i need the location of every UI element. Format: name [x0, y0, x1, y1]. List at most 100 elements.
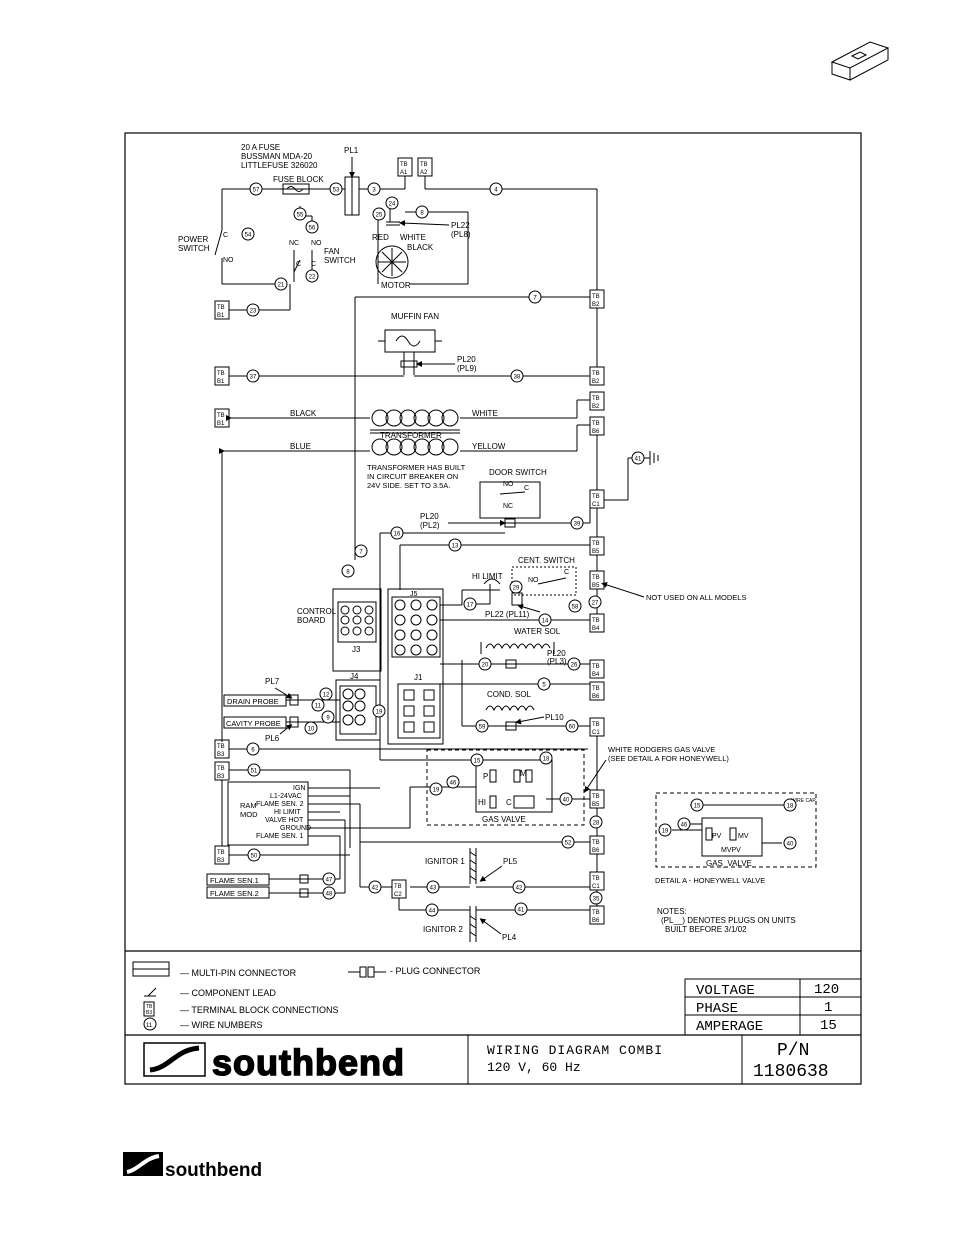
motor-icon [375, 245, 409, 279]
wire-number-badge [448, 538, 462, 552]
wire-number: 15 [474, 759, 481, 765]
svg-text:RED: RED [372, 233, 389, 242]
wire-number: 37 [250, 375, 257, 381]
manual-book-icon [830, 41, 890, 81]
gas-valve-label: GAS VALVE [482, 815, 526, 824]
wire-number: 8 [346, 570, 350, 576]
svg-text:C1: C1 [592, 884, 600, 890]
svg-text:PL7: PL7 [265, 677, 280, 686]
svg-text:(SEE DETAIL A FOR HONEYWELL): (SEE DETAIL A FOR HONEYWELL) [608, 754, 729, 763]
svg-text:TB: TB [592, 722, 600, 728]
svg-text:IGNITOR 2: IGNITOR 2 [423, 925, 463, 934]
svg-text:WIRE CAP: WIRE CAP [791, 798, 816, 804]
wire-number-badge [539, 751, 553, 765]
wire-number: 26 [571, 663, 578, 669]
terminal-b1-low: TB B1 [214, 408, 230, 428]
svg-text:DRAIN PROBE: DRAIN PROBE [227, 697, 279, 706]
wire-number: 53 [333, 188, 340, 194]
svg-text:B6: B6 [592, 848, 600, 854]
wire-number-badge [589, 815, 603, 829]
terminal-b3-c: TB B3 [214, 845, 230, 865]
spec-value: 120 [814, 982, 839, 998]
wire-number: 39 [574, 522, 581, 528]
svg-text:TB: TB [592, 541, 600, 547]
wire-number-badge [658, 823, 672, 837]
svg-text:TB: TB [400, 162, 408, 168]
wire-number-badge [319, 687, 333, 701]
ignitor-2-icon [469, 906, 477, 942]
wire-number-badge [631, 451, 645, 465]
wire-number: 18 [787, 804, 794, 810]
wire-number-badge [354, 544, 368, 558]
wire-number-badge [677, 817, 691, 831]
svg-text:LITTLEFUSE 326020: LITTLEFUSE 326020 [241, 161, 318, 170]
wire-number-badge [372, 207, 386, 221]
wire-number-badge [561, 835, 575, 849]
wire-number-badge [509, 580, 523, 594]
svg-text:SWITCH: SWITCH [324, 256, 356, 265]
terminal-b2-b: TB B2 [589, 366, 605, 386]
fuse-block-label: FUSE BLOCK [273, 175, 324, 184]
svg-text:TB: TB [592, 396, 600, 402]
door-switch-label: DOOR SWITCH [489, 468, 547, 477]
svg-text:TB: TB [592, 840, 600, 846]
svg-text:TB: TB [592, 664, 600, 670]
wire-number: 4 [494, 188, 498, 194]
fan-switch-label: FAN SWITCH [324, 247, 356, 265]
transformer-coils [370, 409, 460, 456]
wire-number-badge [538, 613, 552, 627]
svg-text:C: C [223, 232, 228, 239]
svg-text:TB: TB [592, 421, 600, 427]
wire-number-badge [783, 836, 797, 850]
wire-number-badge [568, 599, 582, 613]
svg-text:BLACK: BLACK [407, 243, 434, 252]
svg-text:NO: NO [223, 257, 234, 264]
wire-number-badge [463, 597, 477, 611]
svg-text:BLUE: BLUE [290, 442, 311, 451]
wire-number-badge [321, 710, 335, 724]
pl1-label: PL1 [344, 146, 359, 155]
power-switch: POWER SWITCH C NO [178, 232, 234, 264]
svg-text:C: C [311, 261, 316, 268]
wire-number-badge [559, 792, 573, 806]
svg-text:TB: TB [592, 575, 600, 581]
wire-number: 19 [433, 788, 440, 794]
svg-text:A1: A1 [400, 170, 408, 176]
svg-text:BUILT BEFORE 3/1/02: BUILT BEFORE 3/1/02 [665, 925, 747, 934]
svg-text:southbend: southbend [165, 1160, 262, 1181]
svg-text:BUSSMAN MDA-20: BUSSMAN MDA-20 [241, 152, 313, 161]
wire-number-badge [241, 227, 255, 241]
water-sol-label: WATER SOL [514, 627, 561, 636]
wire-number-badge [429, 782, 443, 796]
wire-number: 46 [450, 781, 457, 787]
svg-text:(PL9): (PL9) [457, 364, 477, 373]
ram-module [227, 781, 309, 846]
wire-number: 18 [543, 757, 550, 763]
svg-text:GROUND: GROUND [280, 825, 311, 832]
wire-number: 7 [359, 550, 363, 556]
svg-text:C1: C1 [592, 502, 600, 508]
spec-table: VOLTAGE 120 PHASE 1 AMPERAGE 15 [684, 978, 862, 1036]
svg-text:B1: B1 [217, 421, 225, 427]
svg-text:NC: NC [503, 503, 513, 510]
svg-text:WHITE: WHITE [400, 233, 426, 242]
wire-number: 15 [694, 804, 701, 810]
wire-number-badge [246, 369, 260, 383]
wire-number-badge [537, 677, 551, 691]
svg-text:FLAME SEN.2: FLAME SEN.2 [210, 889, 259, 898]
wire-number: 56 [309, 226, 316, 232]
wire-number-badge [274, 277, 288, 291]
wire-number-badge [426, 880, 440, 894]
svg-text:B2: B2 [592, 302, 600, 308]
svg-text:BLACK: BLACK [290, 409, 317, 418]
svg-text:MVPV: MVPV [721, 847, 741, 854]
wire-number: 40 [787, 842, 794, 848]
cent-switch [511, 566, 577, 596]
svg-text:C: C [564, 569, 569, 576]
svg-text:— TERMINAL BLOCK CONNECTIONS: — TERMINAL BLOCK CONNECTIONS [180, 1005, 339, 1015]
wire-number: 10 [308, 727, 315, 733]
svg-text:J1: J1 [414, 673, 423, 682]
svg-text:J4: J4 [350, 672, 359, 681]
wire-number: 42 [372, 886, 379, 892]
svg-text:PL6: PL6 [265, 734, 280, 743]
